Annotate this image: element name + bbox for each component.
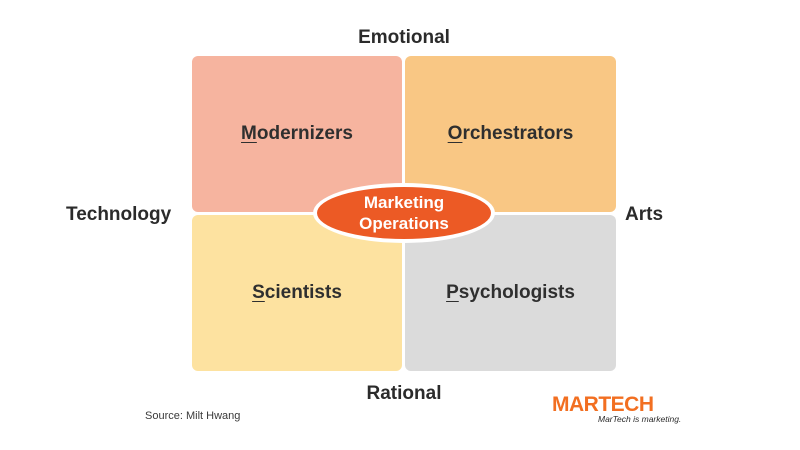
quadrant-scientists: Scientists <box>192 215 402 371</box>
logo-wordmark: MARTECH <box>552 393 654 416</box>
axis-label-arts: Arts <box>625 204 664 225</box>
axis-label-rational: Rational <box>366 383 442 404</box>
source-credit: Source: Milt Hwang <box>145 410 241 422</box>
axis-label-technology: Technology <box>66 204 172 225</box>
quadrant-label-modernizers: Modernizers <box>241 123 353 144</box>
quadrant-label-scientists: Scientists <box>252 282 342 303</box>
quadrant-psychologists: Psychologists <box>405 215 616 371</box>
center-label-line2: Operations <box>359 214 449 233</box>
quadrant-label-orchestrators: Orchestrators <box>447 123 574 144</box>
logo-tagline: MarTech is marketing. <box>598 414 682 424</box>
quadrant-label-psychologists: Psychologists <box>446 282 575 303</box>
axis-label-emotional: Emotional <box>358 27 450 48</box>
center-oval-marketing-operations: Marketing Operations <box>317 187 491 239</box>
martech-logo: MARTECH MarTech is marketing. <box>552 393 682 425</box>
center-label-line1: Marketing <box>363 193 445 212</box>
